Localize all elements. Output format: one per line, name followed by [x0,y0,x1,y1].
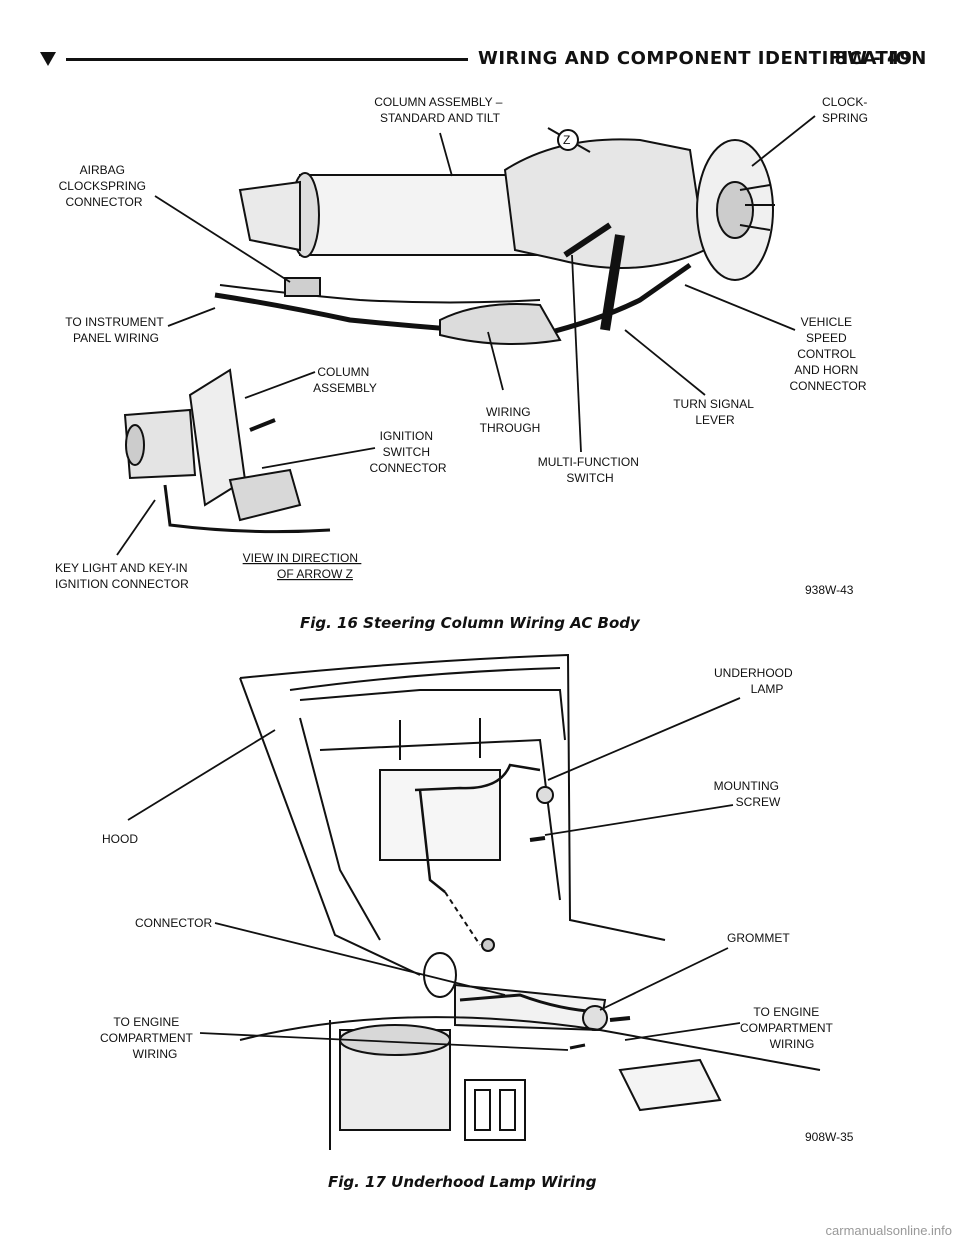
page-number: 8W - 49 [834,48,912,69]
label-grommet: GROMMET [727,931,790,945]
figure-16-labels: COLUMN ASSEMBLY – STANDARD AND TILT CLOC… [55,95,871,597]
figure-16-leader-lines [116,115,816,556]
header-rule [66,58,468,61]
steering-column-drawing [123,127,775,534]
label-connector: CONNECTOR [135,916,212,930]
label-view-direction: VIEW IN DIRECTION OF ARROW Z [243,551,362,581]
label-mounting-screw: MOUNTING SCREW [714,779,783,809]
label-turn-signal-lever: TURN SIGNAL LEVER [673,397,757,427]
label-underhood-lamp: UNDERHOOD LAMP [714,666,796,696]
section-marker-icon [40,52,56,66]
label-engine-wiring-left: TO ENGINE COMPARTMENT WIRING [100,1015,196,1061]
label-ignition-switch-connector: IGNITION SWITCH CONNECTOR [369,429,446,475]
page-header: WIRING AND COMPONENT IDENTIFICATION 8W -… [40,44,926,74]
figure-17-caption: Fig. 17 Underhood Lamp Wiring [328,1173,597,1191]
figure-17-leader-lines [127,697,741,1051]
figure-17-labels: UNDERHOOD LAMP MOUNTING SCREW HOOD CONNE… [100,666,854,1144]
watermark: carmanualsonline.info [825,1223,952,1238]
hood-drawing [239,653,821,1150]
label-engine-wiring-right: TO ENGINE COMPARTMENT WIRING [740,1005,836,1051]
figure-17-code: 908W-35 [805,1130,854,1144]
label-multi-function-switch: MULTI-FUNCTION SWITCH [538,455,642,485]
label-airbag-connector: AIRBAG CLOCKSPRING CONNECTOR [59,163,150,209]
figure-16-steering-column-diagram: Z COLUMN ASSEMBLY – STANDARD AND TILT CL… [55,95,871,597]
label-hood: HOOD [102,832,138,846]
label-instrument-panel-wiring: TO INSTRUMENT PANEL WIRING [65,315,167,345]
header-title: WIRING AND COMPONENT IDENTIFICATION [478,48,927,69]
figure-16-caption: Fig. 16 Steering Column Wiring AC Body [300,614,640,632]
label-column-assembly: COLUMN ASSEMBLY [313,365,377,395]
arrow-z-letter: Z [563,133,570,147]
label-key-light-connector: KEY LIGHT AND KEY-IN IGNITION CONNECTOR [55,561,191,591]
label-vehicle-speed-control: VEHICLE SPEED CONTROL AND HORN CONNECTOR [789,315,866,393]
label-column-assembly-std-tilt: COLUMN ASSEMBLY – STANDARD AND TILT [374,95,506,125]
label-clockspring: CLOCK- SPRING [822,95,871,125]
figure-16-code: 938W-43 [805,583,854,597]
label-wiring-through: WIRING THROUGH [480,405,541,435]
